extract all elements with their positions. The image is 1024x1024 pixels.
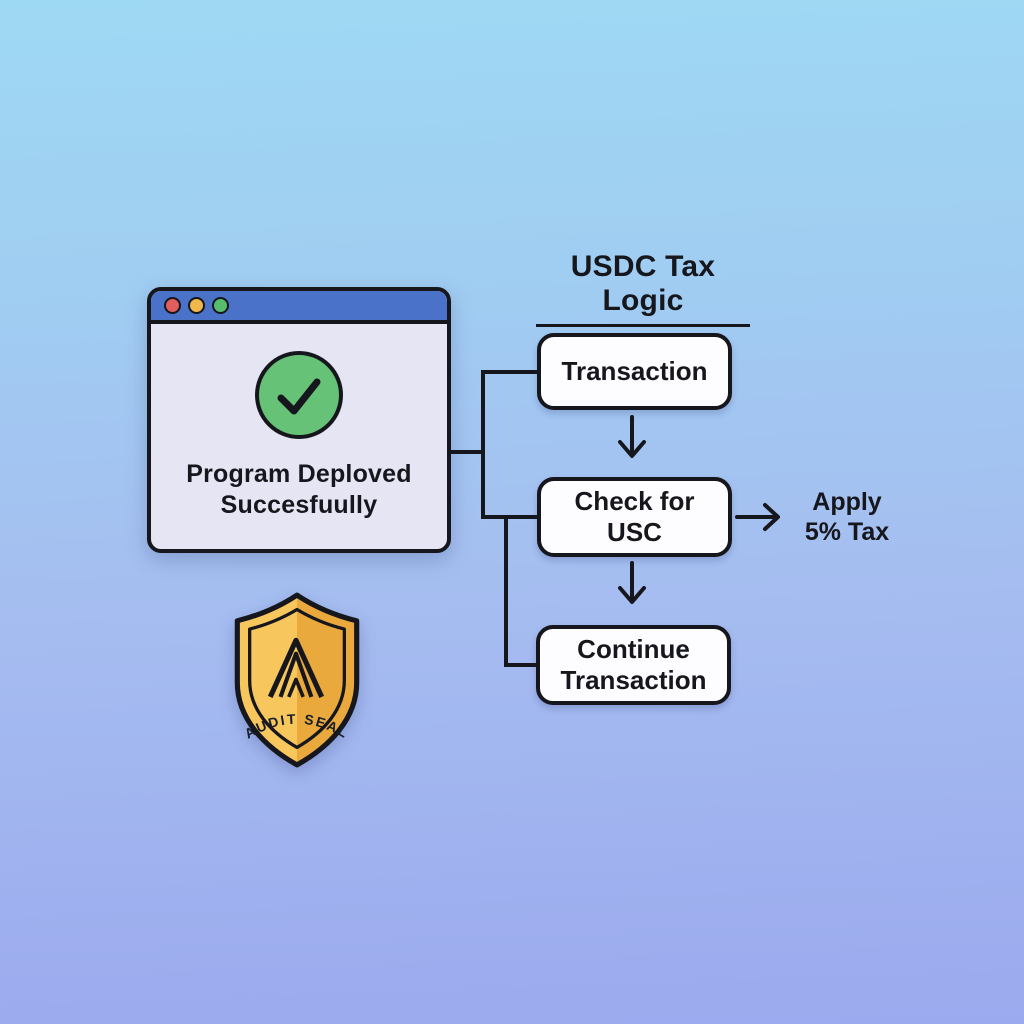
check-mark-icon bbox=[277, 378, 321, 415]
close-window-icon bbox=[164, 297, 181, 314]
a-mark-icon bbox=[267, 637, 325, 699]
node-check-line1: Check for bbox=[574, 486, 695, 517]
connector-line bbox=[504, 515, 508, 667]
arrow-right-icon bbox=[735, 503, 780, 531]
browser-content: Program Deploved Succesfuully bbox=[151, 324, 447, 520]
node-check-line2: USC bbox=[607, 517, 662, 547]
node-continue-line2: Transaction bbox=[560, 665, 707, 695]
connector-line bbox=[481, 370, 485, 519]
node-transaction-label: Transaction bbox=[561, 356, 708, 387]
apply-tax-line2: 5% Tax bbox=[804, 518, 890, 546]
connector-line bbox=[451, 450, 484, 454]
arrow-down-icon bbox=[618, 415, 646, 458]
browser-titlebar bbox=[151, 291, 447, 324]
shield-badge-icon: AUDIT SEAL bbox=[234, 592, 360, 768]
connector-line bbox=[504, 663, 537, 667]
browser-window-mockup: Program Deploved Succesfuully bbox=[147, 287, 451, 553]
node-continue-transaction: Continue Transaction bbox=[536, 625, 731, 705]
shield-inner-outline bbox=[248, 607, 346, 750]
arrow-down-icon bbox=[618, 561, 646, 604]
apply-tax-label: Apply 5% Tax bbox=[786, 487, 908, 547]
flowchart-title: USDC Tax Logic bbox=[536, 250, 750, 327]
node-transaction: Transaction bbox=[537, 333, 732, 410]
deploy-message-line1: Program Deploved bbox=[186, 460, 412, 488]
apply-tax-line1: Apply bbox=[812, 488, 882, 516]
minimize-window-icon bbox=[188, 297, 205, 314]
zoom-window-icon bbox=[212, 297, 229, 314]
node-continue-line1: Continue bbox=[577, 634, 690, 665]
deploy-message-line2: Succesfuully bbox=[220, 490, 378, 519]
check-circle-icon bbox=[255, 351, 343, 439]
audit-seal-badge: AUDIT SEAL bbox=[227, 592, 367, 774]
node-check-for-usc: Check for USC bbox=[537, 477, 732, 557]
deploy-status-message: Program Deploved Succesfuully bbox=[186, 459, 411, 520]
connector-line bbox=[481, 370, 537, 374]
connector-line bbox=[481, 515, 537, 519]
